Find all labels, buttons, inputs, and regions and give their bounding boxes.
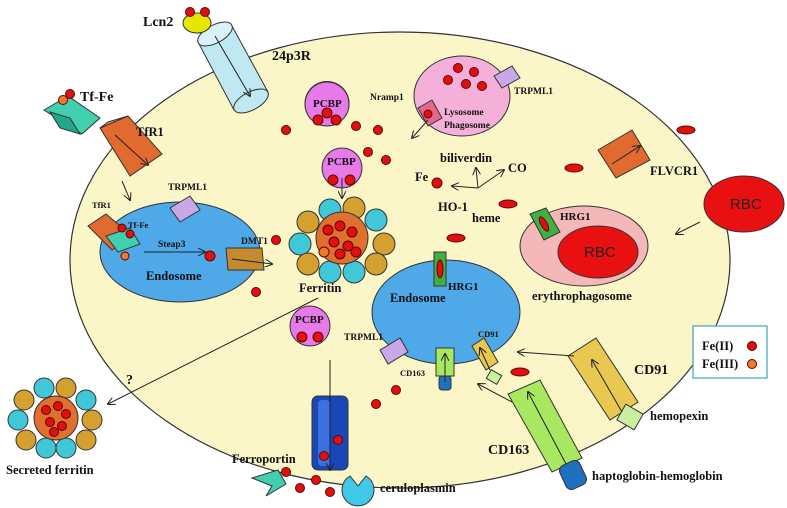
endosome-mid-label: Endosome bbox=[390, 291, 446, 305]
co-label: CO bbox=[508, 161, 527, 175]
ferritin-cluster: Ferritin bbox=[288, 196, 396, 295]
hrg1-mid-label: HRG1 bbox=[448, 281, 479, 293]
legend-fe2-label: Fe(II) bbox=[702, 339, 733, 353]
pcbp-bottom-label: PCBP bbox=[295, 314, 324, 326]
erythrophagosome-group: RBC HRG1 erythrophagosome bbox=[519, 205, 649, 303]
macrophage-cell bbox=[69, 31, 731, 489]
cd163-small-label: CD163 bbox=[400, 368, 425, 378]
dmt1-label: DMT1 bbox=[241, 237, 268, 247]
endosome-mid-group: HRG1 Endosome TRPML1 CD163 CD91 bbox=[344, 251, 521, 391]
legend-fe3-swatch bbox=[747, 359, 757, 369]
lcn2-label: Lcn2 bbox=[143, 15, 173, 30]
secreted-ferritin-group: ? Secreted ferritin bbox=[6, 297, 319, 477]
trpml1-top-right-label: TRPML1 bbox=[514, 87, 553, 97]
heme-label: heme bbox=[472, 211, 501, 225]
flvcr1-label: FLVCR1 bbox=[650, 164, 698, 178]
cd163-receptor bbox=[507, 379, 583, 473]
trpml1-mid-label: TRPML1 bbox=[344, 333, 383, 343]
heme-degradation-group: biliverdin CO Fe HO-1 heme bbox=[415, 151, 527, 225]
erythrophagosome-label: erythrophagosome bbox=[532, 289, 632, 303]
hemopexin-protein bbox=[616, 403, 644, 431]
hemopexin-label: hemopexin bbox=[650, 409, 708, 423]
cd91-label: CD91 bbox=[634, 363, 668, 378]
legend-fe2-swatch bbox=[747, 341, 757, 351]
lcn2-receptor-group: Lcn2 24p3R bbox=[143, 7, 312, 114]
trpml1-top-left-label: TRPML1 bbox=[168, 183, 207, 193]
nramp1-label: Nramp1 bbox=[370, 93, 404, 103]
tfr1-label: TfR1 bbox=[136, 125, 164, 139]
endosome-left-label: Endosome bbox=[146, 269, 202, 283]
endosome-left-group: TfR1 Tf-Fe Steap3 Endosome DMT1 TRPML1 bbox=[87, 183, 272, 303]
haptoglobin-hemoglobin-protein bbox=[559, 460, 587, 490]
ferroportin-label: Ferroportin bbox=[232, 452, 296, 466]
legend: Fe(II) Fe(III) bbox=[692, 325, 768, 379]
tfr1-small-label: TfR1 bbox=[92, 200, 111, 210]
lysosome-label: Lysosome bbox=[444, 108, 484, 118]
question-label: ? bbox=[126, 373, 133, 388]
cd91-group: CD91 hemopexin bbox=[518, 337, 708, 431]
cd163-label: CD163 bbox=[488, 443, 529, 458]
lcn2-protein bbox=[182, 12, 212, 34]
cd91-small-label: CD91 bbox=[478, 329, 499, 339]
ferroportin-group: Ferroportin ceruloplasmin bbox=[232, 360, 456, 507]
ferritin-label: Ferritin bbox=[299, 281, 341, 295]
legend-fe3-label: Fe(III) bbox=[702, 357, 738, 371]
tffe-small-label: Tf-Fe bbox=[128, 220, 149, 230]
lysosome-group: Lysosome Phagosome Nramp1 TRPML1 bbox=[370, 55, 553, 138]
ho1-label: HO-1 bbox=[438, 200, 468, 214]
flvcr1-group: FLVCR1 bbox=[597, 129, 698, 179]
hrg1-right-label: HRG1 bbox=[560, 211, 591, 223]
flvcr1-transporter bbox=[597, 129, 651, 179]
trpml1-mid bbox=[379, 337, 409, 365]
secreted-ferritin-label: Secreted ferritin bbox=[6, 463, 94, 477]
biliverdin-label: biliverdin bbox=[440, 151, 492, 165]
trpml1-left bbox=[169, 195, 201, 223]
ceruloplasmin-label: ceruloplasmin bbox=[380, 481, 456, 495]
rbc-inside-label: RBC bbox=[584, 244, 616, 261]
cd163-group: CD163 haptoglobin-hemoglobin bbox=[478, 379, 723, 490]
ceruloplasmin-protein bbox=[341, 475, 375, 507]
pcbp-top-label: PCBP bbox=[313, 98, 342, 110]
fe-label: Fe bbox=[415, 170, 429, 184]
pcbp-top-group: PCBP bbox=[304, 80, 350, 127]
trpml1-lysosome bbox=[493, 65, 521, 89]
tfr1-group: Tf-Fe TfR1 bbox=[43, 89, 164, 201]
rbc-outside-label: RBC bbox=[730, 196, 762, 213]
steap3-label: Steap3 bbox=[158, 240, 186, 250]
dmt1-transporter bbox=[225, 247, 265, 271]
tffe-label: Tf-Fe bbox=[80, 90, 113, 105]
pcbp-mid-label: PCBP bbox=[327, 156, 356, 168]
24p3r-label: 24p3R bbox=[272, 49, 312, 64]
pcbp-mid-group: PCBP bbox=[321, 147, 363, 198]
pcbp-bottom-group: PCBP bbox=[289, 305, 331, 347]
phagosome-label: Phagosome bbox=[444, 121, 490, 131]
tf-apo bbox=[250, 469, 287, 497]
rbc-outside-group: RBC bbox=[676, 175, 785, 234]
haptoglobin-label: haptoglobin-hemoglobin bbox=[592, 469, 723, 483]
